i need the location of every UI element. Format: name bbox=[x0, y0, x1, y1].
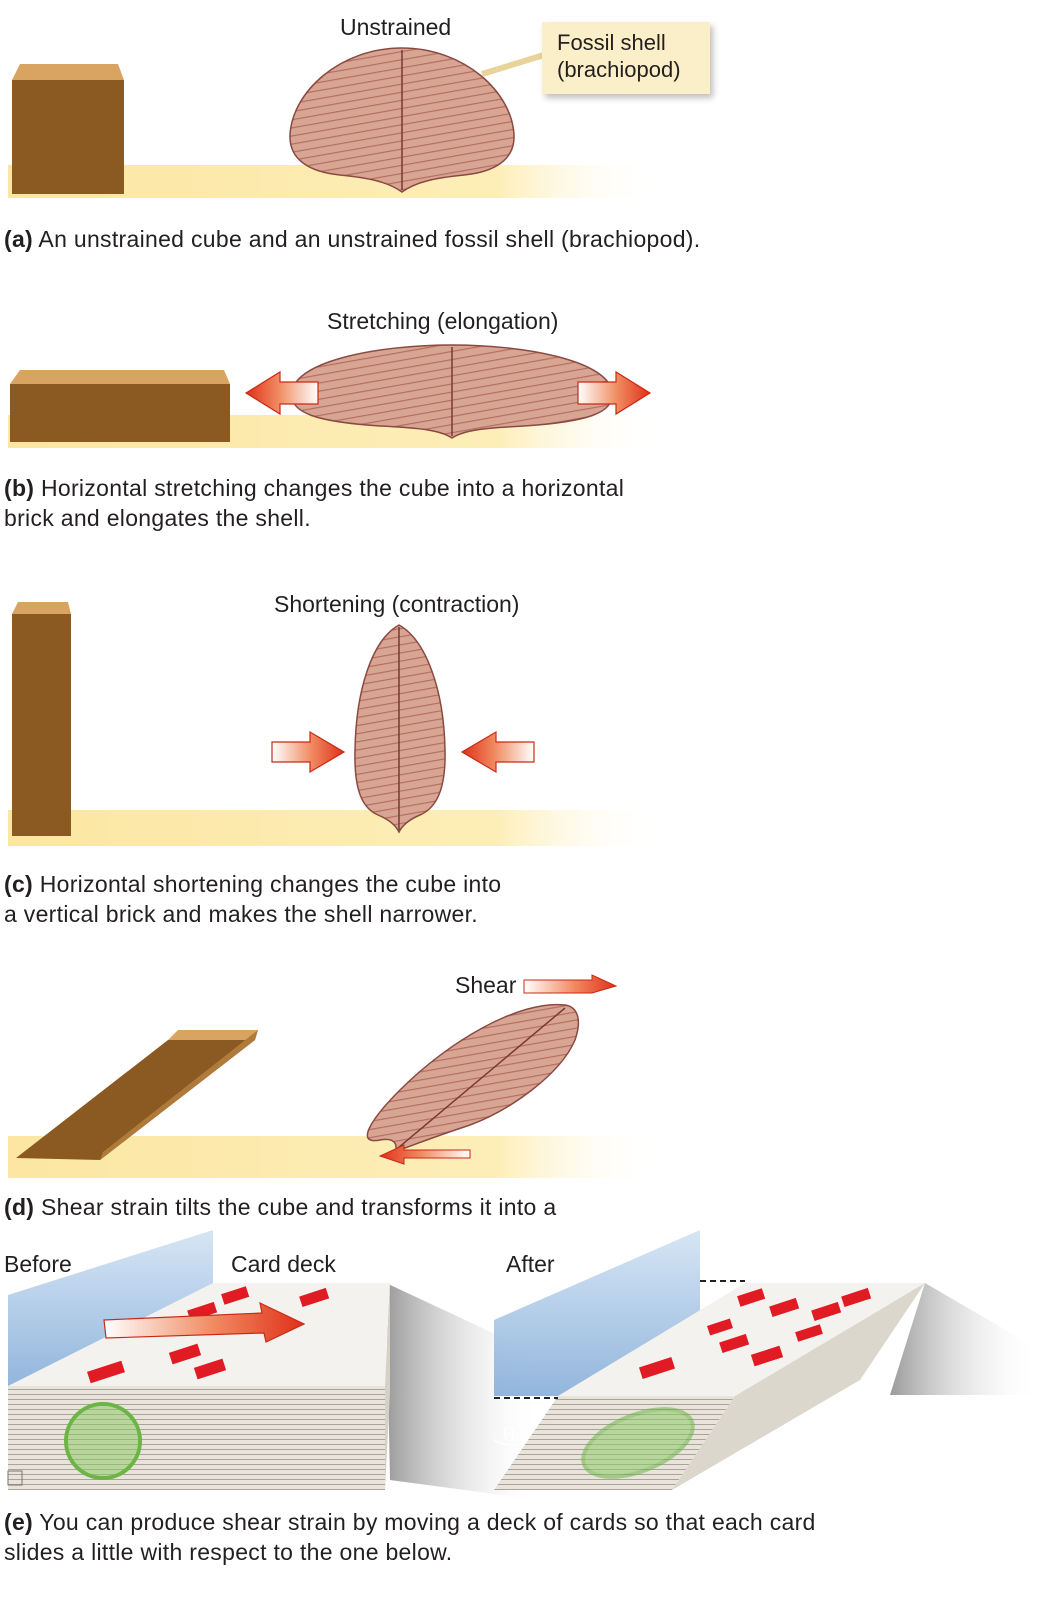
shear-label: Shear bbox=[455, 972, 517, 998]
caption-e-line-2: slides a little with respect to the one … bbox=[4, 1539, 453, 1565]
unstrained-label: Unstrained bbox=[340, 14, 452, 40]
shortening-label: Shortening (contraction) bbox=[274, 591, 520, 617]
shell-sheared bbox=[366, 1003, 580, 1154]
caption-b-letter: (b) bbox=[4, 475, 35, 501]
caption-c-line-1: Horizontal shortening changes the cube i… bbox=[33, 871, 502, 897]
fossil-shell-callout: Fossil shell (brachiopod) bbox=[542, 22, 710, 94]
arrow-shorten-right bbox=[460, 730, 535, 774]
deck-end-after bbox=[672, 1283, 925, 1490]
caption-e-line-1: You can produce shear strain by moving a… bbox=[33, 1509, 816, 1535]
caption-d-letter: (d) bbox=[4, 1194, 35, 1220]
card-deck-label: Card deck bbox=[231, 1251, 336, 1277]
card-marks-after bbox=[638, 1287, 872, 1379]
deck-end-before bbox=[385, 1283, 390, 1490]
brick-horizontal bbox=[10, 370, 230, 442]
deck-shadow-after bbox=[890, 1283, 1040, 1395]
caption-c-line-2: a vertical brick and makes the shell nar… bbox=[4, 901, 479, 927]
caption-d: (d) Shear strain tilts the cube and tran… bbox=[4, 1192, 556, 1222]
caption-a-text: An unstrained cube and an unstrained fos… bbox=[33, 226, 701, 252]
shell-unstrained bbox=[289, 47, 515, 193]
circle-marker-before bbox=[64, 1402, 142, 1480]
panel-c bbox=[8, 602, 660, 846]
after-label: After bbox=[506, 1251, 555, 1277]
brick-vertical bbox=[12, 602, 71, 836]
panel-b bbox=[8, 344, 660, 448]
cube-unstrained bbox=[12, 64, 124, 194]
ground-d bbox=[8, 1136, 660, 1178]
stretching-label: Stretching (elongation) bbox=[327, 308, 559, 334]
caption-a-letter: (a) bbox=[4, 226, 34, 252]
arrow-shear-top bbox=[523, 974, 618, 994]
arrow-shorten-left bbox=[271, 730, 346, 774]
caption-c-letter: (c) bbox=[4, 871, 34, 897]
caption-b: (b) Horizontal stretching changes the cu… bbox=[4, 473, 624, 533]
ellipse-marker-after bbox=[581, 1407, 695, 1479]
caption-e-letter: (e) bbox=[4, 1509, 34, 1535]
shell-narrowed bbox=[354, 624, 446, 834]
callout-line-2: (brachiopod) bbox=[557, 57, 681, 82]
theta-angle-label: θ bbox=[503, 1422, 516, 1446]
card-marks-before bbox=[87, 1286, 330, 1384]
caption-b-line-2: brick and elongates the shell. bbox=[4, 505, 311, 531]
caption-c: (c) Horizontal shortening changes the cu… bbox=[4, 869, 501, 929]
panel-e-before bbox=[7, 1230, 540, 1500]
caption-e: (e) You can produce shear strain by movi… bbox=[4, 1507, 816, 1567]
ground-c bbox=[8, 810, 660, 846]
panel-e-after bbox=[493, 1230, 1040, 1490]
arrow-stretch-right bbox=[577, 370, 652, 416]
before-label: Before bbox=[4, 1251, 72, 1277]
arrow-stretch-left bbox=[244, 370, 319, 416]
ground-a bbox=[8, 165, 660, 198]
block-sheared bbox=[16, 1030, 258, 1160]
callout-line-1: Fossil shell bbox=[557, 30, 666, 55]
caption-d-text: Shear strain tilts the cube and transfor… bbox=[34, 1194, 557, 1220]
panel-a bbox=[8, 47, 660, 198]
callout-leader bbox=[481, 52, 545, 77]
caption-a: (a) An unstrained cube and an unstrained… bbox=[4, 224, 700, 254]
angle-arc bbox=[493, 1439, 518, 1446]
arrow-push-deck bbox=[103, 1301, 306, 1343]
shell-elongated bbox=[290, 344, 614, 439]
arrow-shear-bottom bbox=[378, 1144, 471, 1165]
panel-d bbox=[8, 974, 660, 1178]
caption-b-line-1: Horizontal stretching changes the cube i… bbox=[34, 475, 625, 501]
